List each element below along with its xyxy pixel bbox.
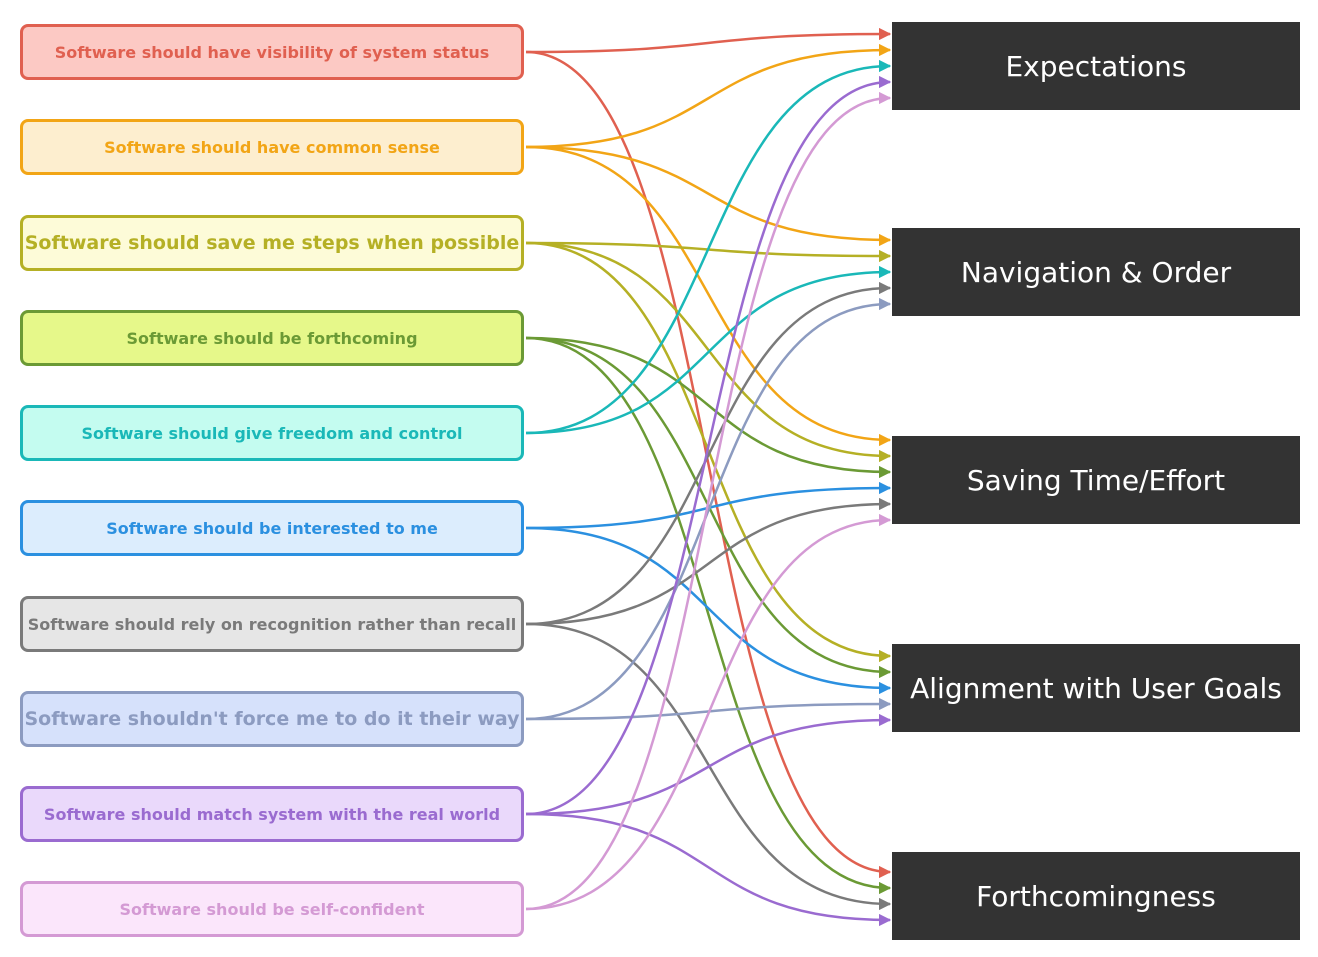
source-node-save-steps[interactable]: Software should save me steps when possi… xyxy=(20,215,524,271)
target-node-navigation-order[interactable]: Navigation & Order xyxy=(892,228,1300,316)
source-node-common-sense[interactable]: Software should have common sense xyxy=(20,119,524,175)
connector-link xyxy=(525,336,892,479)
connector-link xyxy=(525,526,892,695)
target-node-saving-time[interactable]: Saving Time/Effort xyxy=(892,436,1300,524)
connector-link xyxy=(525,497,892,626)
source-node-freedom-control[interactable]: Software should give freedom and control xyxy=(20,405,524,461)
connector-link xyxy=(525,265,892,435)
source-node-no-force[interactable]: Software shouldn't force me to do it the… xyxy=(20,691,524,747)
connector-link xyxy=(525,43,892,149)
source-node-self-confident[interactable]: Software should be self-confident xyxy=(20,881,524,937)
target-node-expectations[interactable]: Expectations xyxy=(892,22,1300,110)
target-node-alignment[interactable]: Alignment with User Goals xyxy=(892,644,1300,732)
connector-link xyxy=(525,59,892,435)
connector-link xyxy=(525,336,892,895)
connector-link xyxy=(525,281,892,626)
connector-link xyxy=(525,513,892,911)
connector-link xyxy=(525,27,892,54)
connector-link xyxy=(525,145,892,447)
connector-link xyxy=(525,713,892,816)
connector-link xyxy=(525,50,892,879)
source-node-visibility[interactable]: Software should have visibility of syste… xyxy=(20,24,524,80)
connector-link xyxy=(525,75,892,816)
source-node-recognition[interactable]: Software should rely on recognition rath… xyxy=(20,596,524,652)
target-node-forthcomingness[interactable]: Forthcomingness xyxy=(892,852,1300,940)
connector-link xyxy=(525,91,892,911)
connector-link xyxy=(525,241,892,463)
connector-link xyxy=(525,622,892,911)
connector-link xyxy=(525,145,892,247)
connector-link xyxy=(525,812,892,927)
source-node-real-world[interactable]: Software should match system with the re… xyxy=(20,786,524,842)
source-node-forthcoming[interactable]: Software should be forthcoming xyxy=(20,310,524,366)
source-node-interested[interactable]: Software should be interested to me xyxy=(20,500,524,556)
connector-link xyxy=(525,297,892,721)
